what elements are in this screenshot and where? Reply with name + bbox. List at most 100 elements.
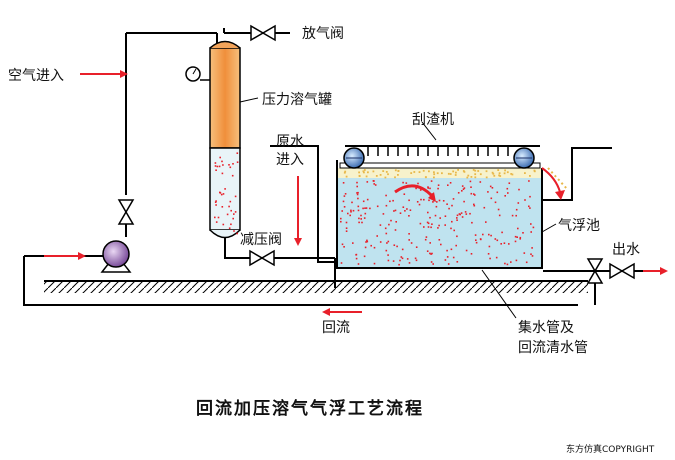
- air-bubble: [464, 211, 467, 213]
- scum-particle: [485, 176, 488, 179]
- air-bubble: [385, 194, 387, 197]
- air-bubble: [406, 258, 409, 260]
- scum-particle: [387, 173, 389, 176]
- air-bubble: [453, 229, 455, 232]
- air-bubble: [529, 195, 531, 198]
- air-bubble: [402, 206, 405, 208]
- air-bubble: [221, 172, 224, 175]
- air-bubble: [498, 214, 501, 217]
- air-bubble: [442, 200, 445, 202]
- scum-particle: [457, 169, 459, 171]
- air-bubble: [473, 203, 475, 206]
- air-bubble: [236, 232, 238, 235]
- air-bubble: [357, 263, 360, 265]
- air-bubble: [450, 248, 453, 251]
- flotation-tank: [336, 160, 569, 269]
- air-bubble: [399, 212, 402, 214]
- air-bubble: [514, 240, 517, 243]
- air-bubble: [461, 190, 463, 192]
- air-bubble: [349, 214, 351, 217]
- air-bubble: [470, 186, 472, 188]
- air-bubble: [432, 201, 434, 203]
- air-bubble: [376, 235, 378, 237]
- flotation-tank-label: 气浮池: [558, 218, 600, 234]
- air-bubble: [430, 253, 432, 255]
- raw-water-label-line1: 原水: [276, 134, 304, 150]
- scum-particle: [433, 176, 435, 179]
- scum-particle: [428, 170, 430, 173]
- air-bubble: [494, 238, 497, 240]
- scum-particle: [382, 170, 385, 172]
- scum-particle: [477, 170, 480, 172]
- air-bubble: [356, 192, 358, 194]
- air-bubble: [417, 182, 419, 185]
- scum-particle: [491, 171, 494, 174]
- air-bubble: [508, 182, 511, 184]
- scum-particle: [533, 170, 536, 173]
- air-bubble: [345, 230, 348, 232]
- scum-particle: [433, 171, 435, 174]
- air-bubble: [530, 231, 532, 233]
- air-bubble: [218, 165, 221, 168]
- air-bubble: [475, 241, 478, 244]
- air-bubble: [388, 223, 390, 226]
- air-bubble: [358, 217, 360, 220]
- air-bubble: [415, 187, 417, 190]
- air-bubble: [405, 182, 408, 184]
- air-bubble: [390, 219, 392, 222]
- air-bubble: [507, 192, 509, 194]
- air-bubble: [490, 234, 492, 237]
- pressure-reducing-valve-label: 减压阀: [240, 232, 282, 248]
- air-bubble: [345, 227, 348, 229]
- air-bubble: [350, 209, 352, 212]
- air-bubble: [394, 229, 397, 231]
- air-bubble: [420, 198, 422, 201]
- air-bubble: [461, 185, 464, 187]
- air-bubble: [518, 188, 520, 191]
- air-bubble: [461, 216, 464, 218]
- air-bubble: [361, 221, 363, 224]
- air-bubble: [214, 165, 217, 167]
- air-bubble: [408, 239, 410, 241]
- air-bubble: [408, 215, 410, 217]
- air-bubble: [426, 221, 429, 224]
- air-bubble: [373, 180, 375, 182]
- air-bubble: [456, 219, 458, 221]
- air-bubble: [455, 244, 457, 247]
- air-bubble: [427, 186, 429, 188]
- air-bubble: [224, 188, 226, 190]
- air-bubble: [394, 209, 397, 212]
- air-bubble: [230, 209, 232, 212]
- scum-particle: [499, 175, 502, 177]
- air-bubble: [475, 239, 477, 241]
- air-bubble: [504, 195, 506, 197]
- air-bubble: [488, 233, 490, 236]
- scum-particle: [363, 171, 365, 174]
- air-bubble: [470, 192, 473, 195]
- air-bubble: [215, 200, 217, 202]
- air-bubble: [462, 188, 465, 190]
- air-bubble: [457, 192, 460, 194]
- leader-lines: [239, 97, 557, 319]
- air-bubble: [395, 221, 397, 223]
- air-bubble: [427, 211, 429, 214]
- air-bubble: [429, 252, 431, 255]
- air-bubble: [409, 209, 412, 211]
- air-bubble: [436, 201, 438, 203]
- scum-particle: [466, 176, 469, 179]
- air-bubble: [437, 184, 440, 186]
- air-bubble: [438, 199, 441, 202]
- scum-particle: [506, 171, 509, 174]
- air-bubble: [385, 232, 388, 235]
- air-bubble: [387, 259, 390, 262]
- scum-particle: [358, 171, 360, 174]
- air-bubble: [479, 181, 482, 183]
- air-bubble: [491, 187, 494, 189]
- scum-particle: [493, 174, 496, 177]
- air-bubble: [515, 259, 518, 262]
- scum-particle: [362, 170, 365, 173]
- air-bubble: [221, 206, 224, 208]
- air-bubble: [439, 217, 441, 219]
- scum-particle: [436, 172, 439, 175]
- air-bubble: [352, 242, 354, 244]
